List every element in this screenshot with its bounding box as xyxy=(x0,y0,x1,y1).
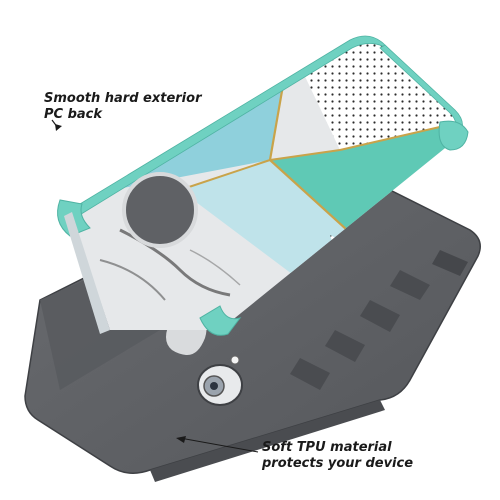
exterior-callout-line2: PC back xyxy=(44,107,103,122)
interior-leader-line xyxy=(179,437,259,453)
tpu-inner-case xyxy=(24,163,481,482)
interior-callout-line1: Soft TPU material xyxy=(262,440,392,455)
interior-callout-line2: protects your device xyxy=(262,456,414,471)
exterior-callout-line1: Smooth hard exterior xyxy=(44,91,202,106)
interior-callout: Soft TPU material protects your device xyxy=(262,440,413,472)
exterior-callout: Smooth hard exterior PC back xyxy=(44,91,201,123)
